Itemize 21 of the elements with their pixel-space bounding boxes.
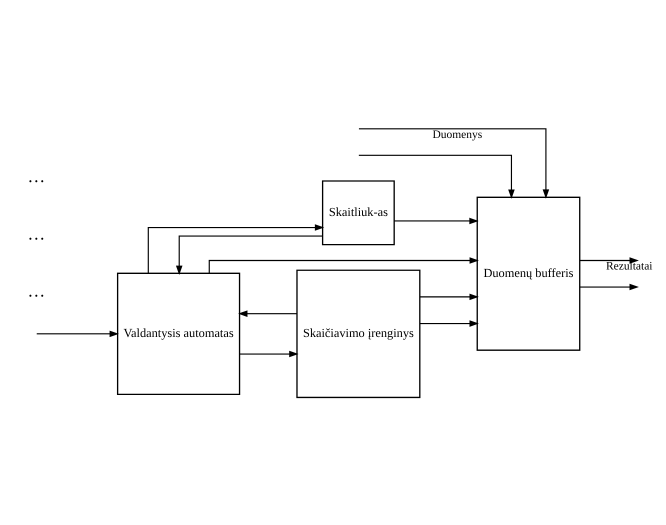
edge-label: Rezultatai	[606, 260, 652, 272]
arrow	[580, 283, 639, 290]
arrow	[240, 350, 299, 357]
node-box: Valdantysis automatas	[116, 272, 240, 395]
node-box: Duomenų bufferis	[476, 196, 580, 350]
label: …	[27, 222, 46, 243]
arrow	[580, 256, 639, 264]
arrow	[394, 217, 479, 224]
arrow	[420, 293, 479, 300]
node-box: Skaitliuk-as	[322, 180, 395, 245]
arrow	[176, 234, 323, 275]
arrow	[358, 128, 550, 198]
node-box: Skaičiavimo įrenginys	[296, 269, 420, 398]
arrow	[238, 310, 297, 316]
arrow	[148, 224, 324, 273]
label: …	[27, 280, 46, 300]
edge-label: Duomenys	[432, 128, 482, 141]
label: …	[27, 165, 46, 186]
arrow	[420, 320, 479, 326]
arrow	[36, 330, 119, 337]
arrow	[358, 154, 515, 198]
